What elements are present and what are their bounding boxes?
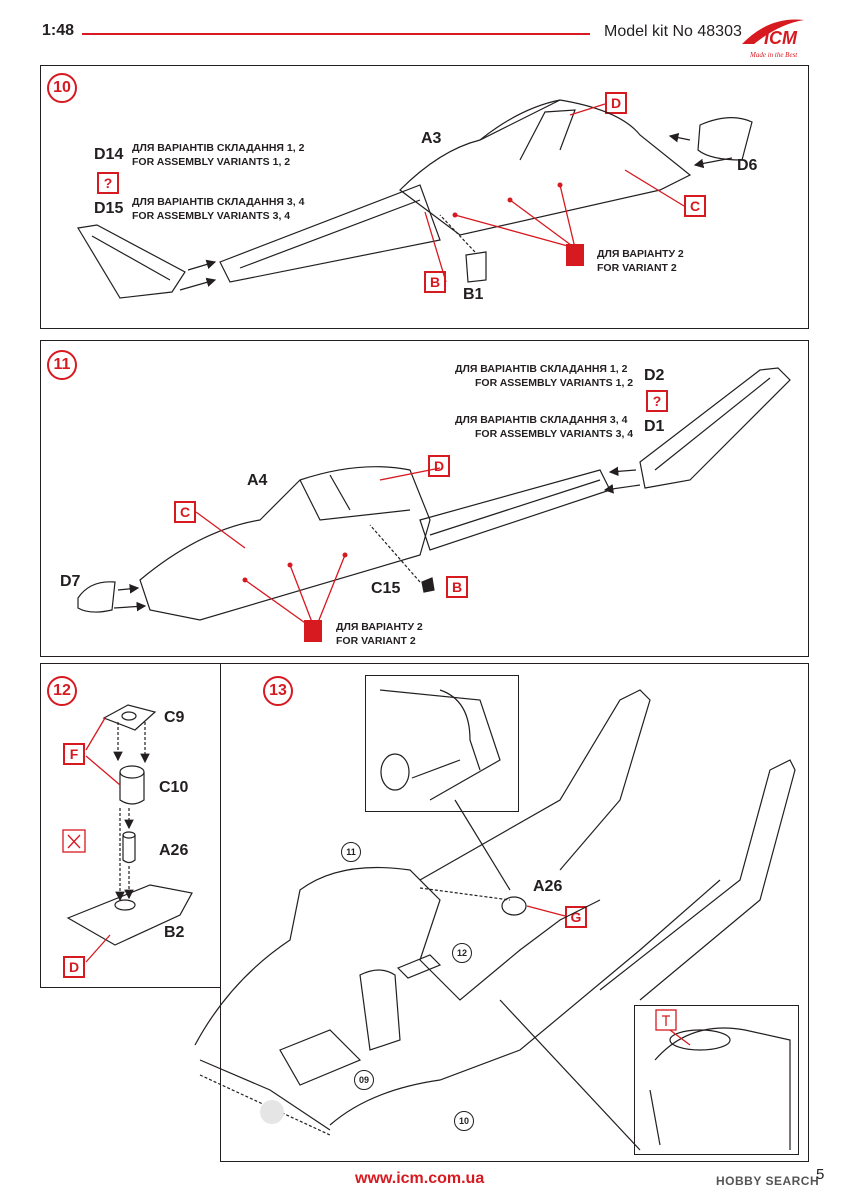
step-11-panel	[40, 340, 809, 657]
kit-number: Model kit No 48303	[604, 23, 742, 40]
part-c15: C15	[371, 580, 401, 597]
subassembly-ref-11: 11	[341, 842, 361, 862]
website-url[interactable]: www.icm.com.ua	[355, 1170, 485, 1187]
step-12-panel	[40, 663, 222, 988]
color-ref-d: D	[605, 92, 627, 114]
variants-34-en: FOR ASSEMBLY VARIANTS 3, 4	[132, 210, 291, 222]
variants-34-ua: ДЛЯ ВАРІАНТІВ СКЛАДАННЯ 3, 4	[455, 414, 628, 426]
step-10-number: 10	[47, 73, 77, 103]
subassembly-ref-12: 12	[452, 943, 472, 963]
part-a26: A26	[533, 878, 563, 895]
part-d2: D2	[644, 367, 665, 384]
detail-inset-bottom	[634, 1005, 799, 1155]
part-b2: B2	[164, 924, 185, 941]
variants-34-ua: ДЛЯ ВАРІАНТІВ СКЛАДАННЯ 3, 4	[132, 196, 305, 208]
watermark: HOBBY SEARCH	[716, 1174, 820, 1188]
choice-box: ?	[646, 390, 668, 412]
color-ref-b: B	[424, 271, 446, 293]
part-d6: D6	[737, 157, 758, 174]
variant-2-ua: ДЛЯ ВАРІАНТУ 2	[597, 248, 684, 260]
part-d1: D1	[644, 418, 665, 435]
variants-12-ua: ДЛЯ ВАРІАНТІВ СКЛАДАННЯ 1, 2	[455, 363, 628, 375]
icm-logo: ICM Made in the Best	[734, 14, 812, 60]
variants-12-en: FOR ASSEMBLY VARIANTS 1, 2	[132, 156, 291, 168]
choice-box: ?	[97, 172, 119, 194]
part-a4: A4	[247, 472, 268, 489]
color-ref-d: D	[428, 455, 450, 477]
variants-12-ua: ДЛЯ ВАРІАНТІВ СКЛАДАННЯ 1, 2	[132, 142, 305, 154]
part-a26: A26	[159, 842, 189, 859]
part-b1: B1	[463, 286, 484, 303]
step-13-number: 13	[263, 676, 293, 706]
subassembly-ref-09: 09	[354, 1070, 374, 1090]
variant-2-en: FOR VARIANT 2	[597, 262, 677, 274]
part-d14: D14	[94, 146, 124, 163]
step-11-number: 11	[47, 350, 77, 380]
part-d15: D15	[94, 200, 124, 217]
variant-2-en: FOR VARIANT 2	[336, 635, 416, 647]
header-rule	[82, 33, 590, 35]
color-ref-f: F	[63, 743, 85, 765]
color-ref-d: D	[63, 956, 85, 978]
color-ref-b: B	[446, 576, 468, 598]
part-a3: A3	[421, 130, 442, 147]
part-d7: D7	[60, 573, 81, 590]
color-ref-c: C	[174, 501, 196, 523]
part-c9: C9	[164, 709, 185, 726]
subassembly-ref-10: 10	[454, 1111, 474, 1131]
variant-2-ua: ДЛЯ ВАРІАНТУ 2	[336, 621, 423, 633]
scale-label: 1:48	[42, 22, 75, 39]
part-c10: C10	[159, 779, 189, 796]
color-ref-c: C	[684, 195, 706, 217]
detail-inset-top	[365, 675, 519, 812]
svg-text:ICM: ICM	[764, 28, 798, 48]
page-number: 5	[816, 1166, 825, 1183]
svg-text:Made in the Best: Made in the Best	[749, 51, 798, 59]
variants-34-en: FOR ASSEMBLY VARIANTS 3, 4	[475, 428, 634, 440]
variants-12-en: FOR ASSEMBLY VARIANTS 1, 2	[475, 377, 634, 389]
step-12-number: 12	[47, 676, 77, 706]
color-ref-g: G	[565, 906, 587, 928]
